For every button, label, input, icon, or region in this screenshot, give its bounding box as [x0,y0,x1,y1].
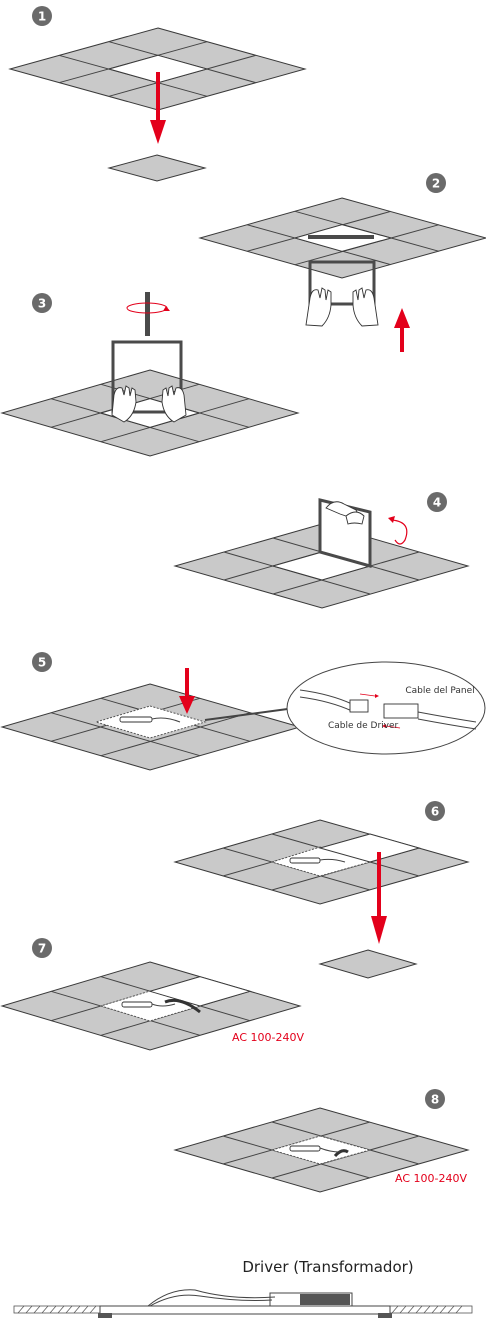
up-arrow-2 [394,308,410,352]
step-8: 8 AC 100-240V [173,1089,470,1193]
step-1: 1 [8,6,307,182]
support-rail-left [98,1313,112,1318]
removed-tile [107,154,207,182]
led-panel-3 [111,340,183,414]
step-7: 7 AC 100-240V [0,938,304,1051]
step-1-badge: 1 [32,6,52,26]
voltage-label-7: AC 100-240V [232,1031,304,1044]
rotation-arrow-4 [388,516,408,545]
step-1-number: 1 [38,10,46,24]
cable-panel-label: Cable del Panel [405,686,474,696]
step-2: 2 [198,173,486,352]
step-4-badge: 4 [427,492,447,512]
step-7-badge: 7 [32,938,52,958]
step-4: 4 [173,492,470,609]
connector-male [349,699,369,713]
step-5: 5 Cable del [0,652,486,771]
hands-2 [305,287,379,327]
support-rail-right [378,1313,392,1318]
step-5-number: 5 [38,656,46,670]
step-5-badge: 5 [32,652,52,672]
down-arrow-5 [179,668,195,714]
down-arrow-6 [371,852,387,944]
voltage-label-8: AC 100-240V [395,1172,467,1185]
led-panel-section [99,1305,391,1315]
step-2-number: 2 [432,177,440,191]
connector-female [383,703,419,719]
ceiling-grid-8 [173,1107,470,1193]
callout-pointer [204,707,296,721]
step-6-badge: 6 [425,801,445,821]
led-panel-4 [318,498,372,568]
driver-5 [119,716,153,723]
hands-3 [111,385,187,423]
step-8-badge: 8 [425,1089,445,1109]
step-2-badge: 2 [426,173,446,193]
step-6: 6 [173,801,470,979]
ceiling-opening-6 [318,833,421,863]
step-3-badge: 3 [32,293,52,313]
ceiling-grid-5 [0,683,302,771]
step-8-number: 8 [431,1093,439,1107]
step-7-number: 7 [38,942,46,956]
step-6-number: 6 [431,805,439,819]
tile-to-install [318,949,418,979]
cable-driver-label: Cable de Driver [328,721,399,731]
ceiling-left-hatch [13,1305,105,1314]
led-panel-2 [308,260,376,306]
step-4-number: 4 [433,496,441,510]
ceiling-right-hatch [385,1305,473,1314]
step-3: 3 [0,292,300,457]
down-arrow-1 [150,72,166,144]
step-3-number: 3 [38,297,46,311]
ceiling-grid-2 [198,197,486,279]
cross-section: Driver (Transformador) [13,1258,473,1318]
rotation-indicator [126,292,170,336]
power-cable-7 [164,998,201,1014]
ceiling-grid-7 [0,961,302,1051]
ceiling-grid-6 [173,819,470,905]
driver-title: Driver (Transformador) [242,1258,413,1276]
connector-callout: Cable del Panel Cable de Driver [286,661,486,755]
